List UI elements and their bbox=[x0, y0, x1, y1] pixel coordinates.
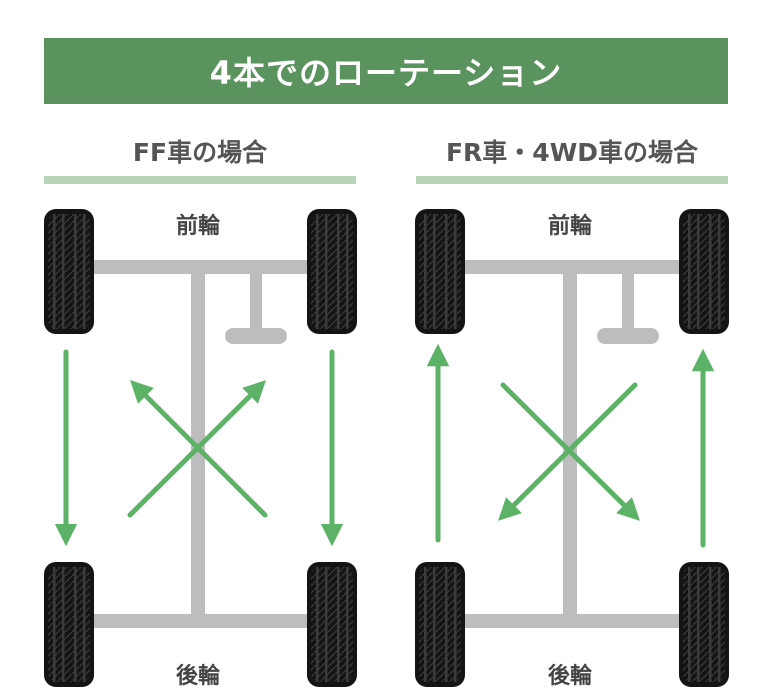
ff-rear-right-tire bbox=[307, 562, 357, 687]
ff-rear-left-tire bbox=[44, 562, 94, 687]
fr-rear-right-tire bbox=[679, 562, 729, 687]
ff-arrow-rear-left-to-front-right bbox=[127, 380, 266, 518]
ff-heading: FF車の場合 bbox=[132, 138, 268, 167]
ff-arrow-rear-right-to-front-left bbox=[130, 380, 268, 518]
ff-front-left-tire bbox=[44, 209, 94, 334]
fr-4wd-heading: FR車・4WD車の場合 bbox=[445, 138, 699, 167]
fr-4wd-heading-underline bbox=[416, 176, 728, 184]
fr-4wd-rear-label: 後輪 bbox=[547, 664, 592, 689]
fr-front-right-tire bbox=[679, 209, 729, 334]
fr-arrow-front-right-to-rear-left bbox=[498, 382, 638, 521]
fr-front-left-tire bbox=[415, 209, 465, 334]
fr-4wd-chassis bbox=[465, 260, 680, 628]
fr-4wd-front-label: 前輪 bbox=[547, 214, 592, 239]
ff-rear-label: 後輪 bbox=[175, 664, 220, 689]
fr-rear-left-tire bbox=[415, 562, 465, 687]
ff-chassis bbox=[94, 260, 308, 628]
ff-heading-underline bbox=[44, 176, 356, 184]
title-banner: 4本でのローテーション bbox=[44, 38, 728, 104]
ff-front-right-tire bbox=[307, 209, 357, 334]
ff-front-label: 前輪 bbox=[175, 214, 220, 239]
